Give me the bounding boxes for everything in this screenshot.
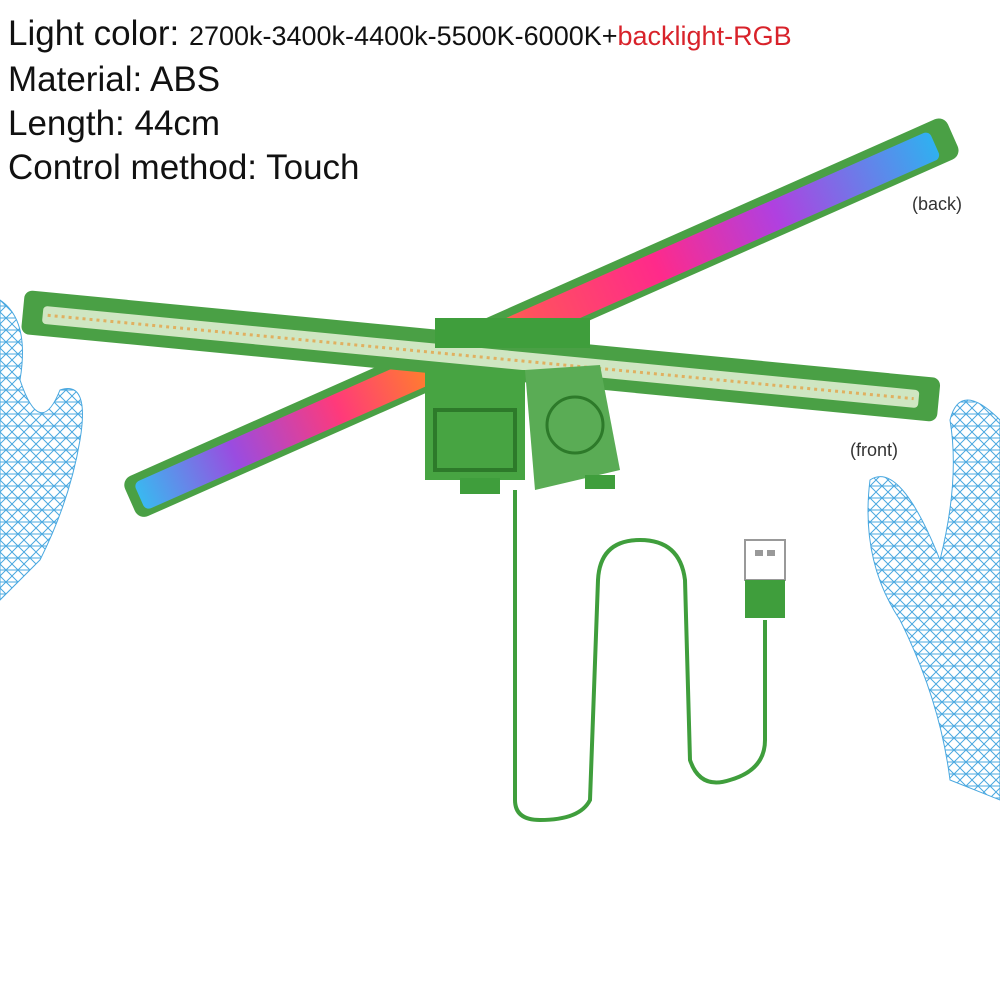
front-light-bar xyxy=(21,290,941,422)
right-hand xyxy=(867,399,1000,801)
light-color-label: Light color: xyxy=(8,14,189,53)
spec-material: Material: ABS xyxy=(8,60,221,99)
spec-control: Control method: Touch xyxy=(8,148,360,187)
light-color-value: 2700k-3400k-4400k-5500K-6000K+ xyxy=(188,21,618,51)
back-label: (back) xyxy=(912,194,963,214)
spec-length: Length: 44cm xyxy=(8,104,221,143)
usb-plug xyxy=(744,539,786,618)
spec-list: Light color: 2700k-3400k-4400k-5500K-600… xyxy=(8,12,792,190)
front-label: (front) xyxy=(850,440,899,460)
clamp xyxy=(425,318,620,494)
spec-light-color: Light color: 2700k-3400k-4400k-5500K-600… xyxy=(8,12,792,58)
left-hand xyxy=(0,299,83,601)
light-color-extra: backlight-RGB xyxy=(617,21,792,51)
usb-cable xyxy=(513,490,767,823)
